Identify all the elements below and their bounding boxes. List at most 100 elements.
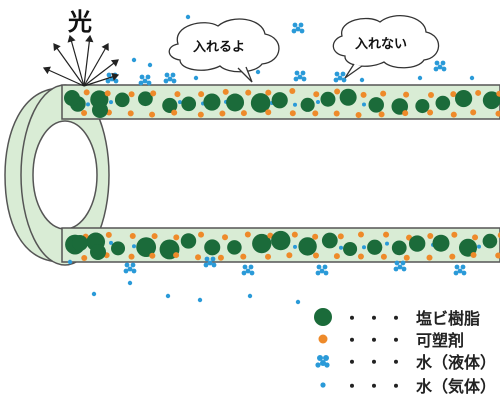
plasticizer-particle <box>334 88 341 95</box>
water-liquid-particle <box>295 26 301 32</box>
water-liquid-particle <box>457 268 463 274</box>
water-liquid-particle <box>241 270 247 276</box>
pvc-particle <box>432 234 450 252</box>
water-liquid-particle <box>164 72 170 78</box>
water-gas-particle <box>339 245 343 250</box>
water-liquid-particle <box>142 78 148 84</box>
water-gas-particle <box>185 14 191 20</box>
pvc-marker <box>314 308 332 326</box>
plasticizer-particle <box>265 89 272 96</box>
plasticizer-particle <box>313 91 320 98</box>
legend-dots: ・・・ <box>344 377 411 396</box>
pvc-particle <box>92 102 108 118</box>
water-liquid-particle <box>293 76 299 82</box>
light-ray-arrowhead <box>42 66 51 75</box>
pvc-particle <box>72 235 88 251</box>
water-liquid-particle <box>131 268 137 274</box>
water-liquid-particle <box>171 78 177 84</box>
plasticizer-particle <box>173 252 180 259</box>
water-gas-particle <box>193 75 199 81</box>
plasticizer-particle <box>312 233 319 240</box>
water-liquid-particle <box>298 22 304 28</box>
water-liquid-particle <box>146 80 152 86</box>
water-liquid-particle <box>211 262 217 268</box>
water-liquid-particle <box>340 71 346 77</box>
plasticizer-particle <box>289 110 296 117</box>
plasticizer-particle <box>470 109 477 116</box>
water-liquid-particle <box>323 270 329 276</box>
plasticizer-particle <box>171 109 178 116</box>
pvc-particle <box>180 233 197 249</box>
plasticizer-particle <box>380 90 387 97</box>
plasticizer-particle <box>291 231 298 238</box>
plasticizer-particle <box>378 111 385 118</box>
pvc-particle <box>367 239 383 255</box>
plasticizer-particle <box>497 232 500 239</box>
pvc-particle <box>138 91 153 107</box>
pvc-particle <box>162 97 178 114</box>
speech-bubble-left <box>168 18 280 83</box>
pvc-particle <box>271 92 288 109</box>
water-gas-particle <box>109 100 113 105</box>
water-liquid-particle <box>400 260 406 266</box>
pvc-particle <box>435 95 451 111</box>
plasticizer-particle <box>337 233 344 240</box>
water-gas-particle <box>255 69 261 75</box>
water-liquid-particle <box>297 74 303 80</box>
water-liquid-particle <box>105 78 111 84</box>
water-liquid-marker <box>315 355 330 368</box>
plasticizer-particle <box>104 90 111 97</box>
water-liquid-particle <box>292 22 298 28</box>
plasticizer-particle <box>222 88 229 95</box>
water-gas-particle <box>247 293 253 299</box>
water-gas-particle <box>165 293 171 299</box>
plasticizer-particle <box>360 91 367 98</box>
light-ray-arrowhead <box>85 34 94 43</box>
water-liquid-particle <box>461 270 467 276</box>
pvc-particle <box>136 237 157 258</box>
water-liquid-particle <box>434 60 440 66</box>
water-liquid-particle <box>127 266 133 272</box>
plasticizer-particle <box>240 253 247 260</box>
water-gas-particle <box>131 57 137 63</box>
light-ray <box>83 74 119 87</box>
water-gas-particle <box>316 99 320 104</box>
legend-row-water-liquid: ・・・ 水（液体） <box>312 348 496 374</box>
water-liquid-particle <box>145 74 151 80</box>
pvc-particle <box>320 91 336 107</box>
light-ray-arrowhead <box>67 34 76 43</box>
legend-dots: ・・・ <box>344 331 411 350</box>
pvc-particle <box>300 97 315 112</box>
plasticizer-particle <box>83 89 90 96</box>
plasticizer-particle <box>151 233 158 240</box>
plasticizer-particle <box>357 253 364 260</box>
plasticizer-particle <box>312 110 319 117</box>
plasticizer-particle <box>383 231 390 238</box>
plasticizer-particle <box>355 111 362 118</box>
water-liquid-particle <box>401 266 407 272</box>
pvc-particle <box>368 97 384 113</box>
plasticizer-particle <box>450 111 457 118</box>
water-gas-particle <box>132 244 136 249</box>
water-gas-particle <box>385 241 389 246</box>
plasticizer-particle <box>475 89 482 96</box>
legend-label-pvc: 塩ビ樹脂 <box>416 309 481 328</box>
water-liquid-particle <box>397 264 403 270</box>
water-gas-particle <box>293 102 297 107</box>
plasticizer-particle <box>128 91 135 98</box>
water-gas-particle <box>197 297 203 303</box>
pvc-particle <box>90 244 106 260</box>
light-ray <box>83 43 109 87</box>
speech-bubble-right <box>332 15 440 79</box>
light-label: 光 <box>68 8 92 36</box>
plasticizer-particle <box>105 231 112 238</box>
water-liquid-particle <box>203 262 209 268</box>
plasticizer-particle <box>149 111 156 118</box>
plasticizer-particle <box>357 231 364 238</box>
plasticizer-particle <box>127 110 134 117</box>
pvc-particle <box>203 93 221 111</box>
plasticizer-particle <box>333 110 340 117</box>
pvc-particle <box>408 235 426 252</box>
water-gas-particle <box>86 102 90 107</box>
pvc-particle <box>252 233 272 254</box>
